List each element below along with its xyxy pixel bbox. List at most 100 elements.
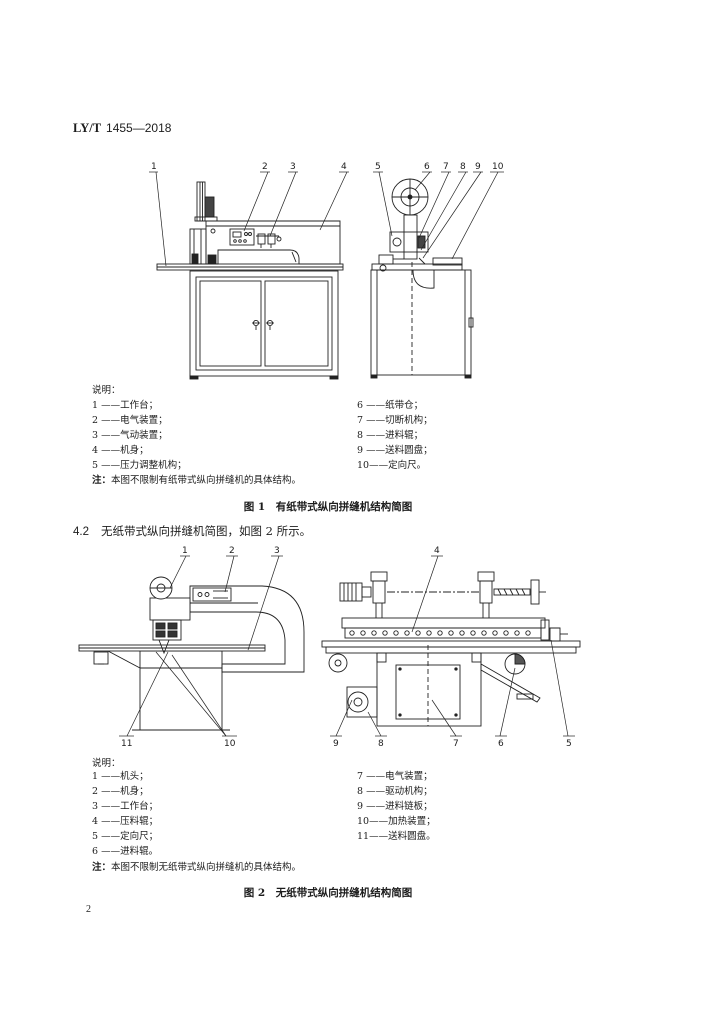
fig2-front-table (321, 640, 581, 654)
fig2-callout-8: 8 (378, 739, 384, 749)
fig2-legend-item: 3 ——工作台； (92, 801, 159, 812)
section-number: 4.2 (73, 526, 89, 538)
fig2-guide-rule (549, 627, 568, 642)
standard-code-number: 1455—2018 (106, 121, 172, 135)
fig1-callout-6: 6 (424, 162, 430, 172)
fig2-lever (480, 663, 541, 703)
fig2-leader-lines (119, 555, 575, 737)
fig1-paper-tape-holder (194, 181, 218, 222)
fig1-side-cabinet (370, 262, 474, 379)
fig1-legend-item: 5 ——压力调整机构； (92, 460, 187, 471)
fig1-guide-rule (432, 257, 463, 266)
fig1-note-label: 注： (92, 475, 112, 486)
fig1-legend-item: 6 ——纸带仓； (357, 400, 424, 411)
fig2-press-rollers (341, 617, 550, 641)
fig2-legend-item: 4 ——压料辊； (92, 816, 159, 827)
fig2-legend-item: 7 ——电气装置； (357, 771, 433, 782)
fig1-note: 注：本图不限制有纸带式纵向拼缝机的具体结构。 (92, 473, 301, 488)
fig2-callout-6: 6 (498, 739, 504, 749)
section-text: 无纸带式纵向拼缝机简图，如图 2 所示。 (101, 524, 312, 538)
fig2-callout-3: 3 (274, 546, 280, 556)
fig2-legend-right: 7 ——电气装置； 8 ——驱动机构； 9 ——进料链板； 10——加热装置； … (357, 769, 436, 844)
standard-code-prefix: LY/T (73, 121, 102, 135)
fig2-legend-item: 11——送料圆盘。 (357, 831, 436, 842)
fig1-legend-item: 1 ——工作台； (92, 400, 159, 411)
fig2-callout-5: 5 (566, 739, 572, 749)
fig2-adjust-screw (493, 579, 546, 605)
fig2-note: 注：本图不限制无纸带式纵向拼缝机的具体结构。 (92, 860, 301, 875)
fig1-legend-item: 7 ——切断机构； (357, 415, 433, 426)
fig2-machine-head (149, 576, 191, 655)
fig1-note-text: 本图不限制有纸带式纵向拼缝机的具体结构。 (111, 475, 302, 486)
fig1-callout-10: 10 (492, 162, 504, 172)
fig1-side-table (371, 263, 463, 271)
fig1-callout-7: 7 (443, 162, 449, 172)
fig1-legend-item: 2 ——电气装置； (92, 415, 168, 426)
fig2-caption: 图 2 无纸带式纵向拼缝机结构简图 (243, 887, 413, 899)
fig2-legend-item: 9 ——进料链板； (357, 801, 433, 812)
fig2-legend-left: 1 ——机头； 2 ——机身； 3 ——工作台； 4 ——压料辊； 5 ——定向… (92, 769, 158, 859)
fig1-feed-roller (378, 254, 404, 272)
fig1-callout-2: 2 (262, 162, 268, 172)
fig1-caption: 图 1 有纸带式纵向拼缝机结构简图 (243, 501, 413, 513)
fig2-electrical-cabinet (376, 645, 482, 727)
fig1-callout-9: 9 (475, 162, 481, 172)
fig1-legend-right: 6 ——纸带仓； 7 ——切断机构； 8 ——进料辊； 9 ——送料圆盘； 10… (357, 398, 433, 473)
fig1-electrical-panel (229, 228, 255, 246)
fig1-cutting-mechanism (389, 214, 429, 260)
fig1-legend-left: 1 ——工作台； 2 ——电气装置； 3 ——气动装置； 4 ——机身； 5 —… (92, 398, 187, 473)
fig1-legend-title: 说明： (92, 385, 121, 396)
fig2-legend-item: 1 ——机头； (92, 771, 149, 782)
fig1-paper-tape-bin (391, 178, 429, 216)
fig2-drive-mechanism (346, 686, 378, 718)
fig2-side-view (78, 576, 305, 731)
fig2-press-motor (339, 582, 372, 602)
fig1-machine-body (189, 220, 341, 265)
fig2-legend-item: 6 ——进料辊。 (92, 846, 159, 857)
figure1-drawing: 1 2 3 4 5 6 7 8 9 10 (149, 162, 504, 380)
fig2-note-text: 本图不限制无纸带式纵向拼缝机的具体结构。 (111, 862, 302, 873)
fig1-legend-item: 9 ——送料圆盘； (357, 445, 433, 456)
fig2-worktable (78, 644, 266, 652)
fig1-callout-5: 5 (375, 162, 381, 172)
fig1-leader-lines (149, 171, 504, 267)
fig1-front-view (156, 181, 344, 380)
fig2-callout-11: 11 (121, 739, 132, 749)
fig2-callout-2: 2 (229, 546, 235, 556)
fig2-legend-item: 2 ——机身； (92, 786, 149, 797)
fig1-legend-item: 3 ——气动装置； (92, 430, 168, 441)
page-number: 2 (86, 904, 91, 915)
fig2-feed-rollers (328, 653, 526, 675)
standard-code-header: LY/T 1455—2018 (73, 121, 171, 135)
fig1-worktable (156, 263, 344, 271)
fig1-legend-item: 8 ——进料辊； (357, 430, 424, 441)
section-4-2: 4.2 无纸带式纵向拼缝机简图，如图 2 所示。 (73, 524, 311, 540)
fig2-legend-title: 说明： (92, 758, 121, 769)
fig2-press-units (370, 571, 495, 618)
fig2-callouts: 1 2 3 4 11 10 9 8 7 6 5 (121, 546, 572, 749)
fig2-base (93, 650, 230, 731)
fig1-callouts: 1 2 3 4 5 6 7 8 9 10 (151, 162, 504, 172)
fig1-feed-disc (412, 257, 435, 289)
fig1-cabinet (189, 270, 339, 380)
fig2-callout-10: 10 (224, 739, 236, 749)
fig1-callout-3: 3 (290, 162, 296, 172)
fig2-legend-item: 8 ——驱动机构； (357, 786, 433, 797)
fig1-legend-item: 4 ——机身； (92, 445, 149, 456)
fig1-callout-4: 4 (341, 162, 347, 172)
fig2-legend-item: 10——加热装置； (357, 816, 436, 827)
figure2-drawing: 1 2 3 4 11 10 9 8 7 6 5 (78, 546, 581, 749)
fig1-callout-1: 1 (151, 162, 157, 172)
fig1-side-view (370, 178, 474, 379)
fig2-callout-7: 7 (453, 739, 459, 749)
fig1-callout-8: 8 (460, 162, 466, 172)
fig2-legend-item: 5 ——定向尺； (92, 831, 159, 842)
fig1-door-handles (252, 319, 274, 330)
fig2-callout-9: 9 (333, 739, 339, 749)
fig2-callout-1: 1 (182, 546, 188, 556)
fig2-machine-body (189, 585, 305, 673)
fig2-front-view (321, 571, 581, 727)
fig2-callout-4: 4 (434, 546, 440, 556)
fig2-note-label: 注： (92, 862, 112, 873)
